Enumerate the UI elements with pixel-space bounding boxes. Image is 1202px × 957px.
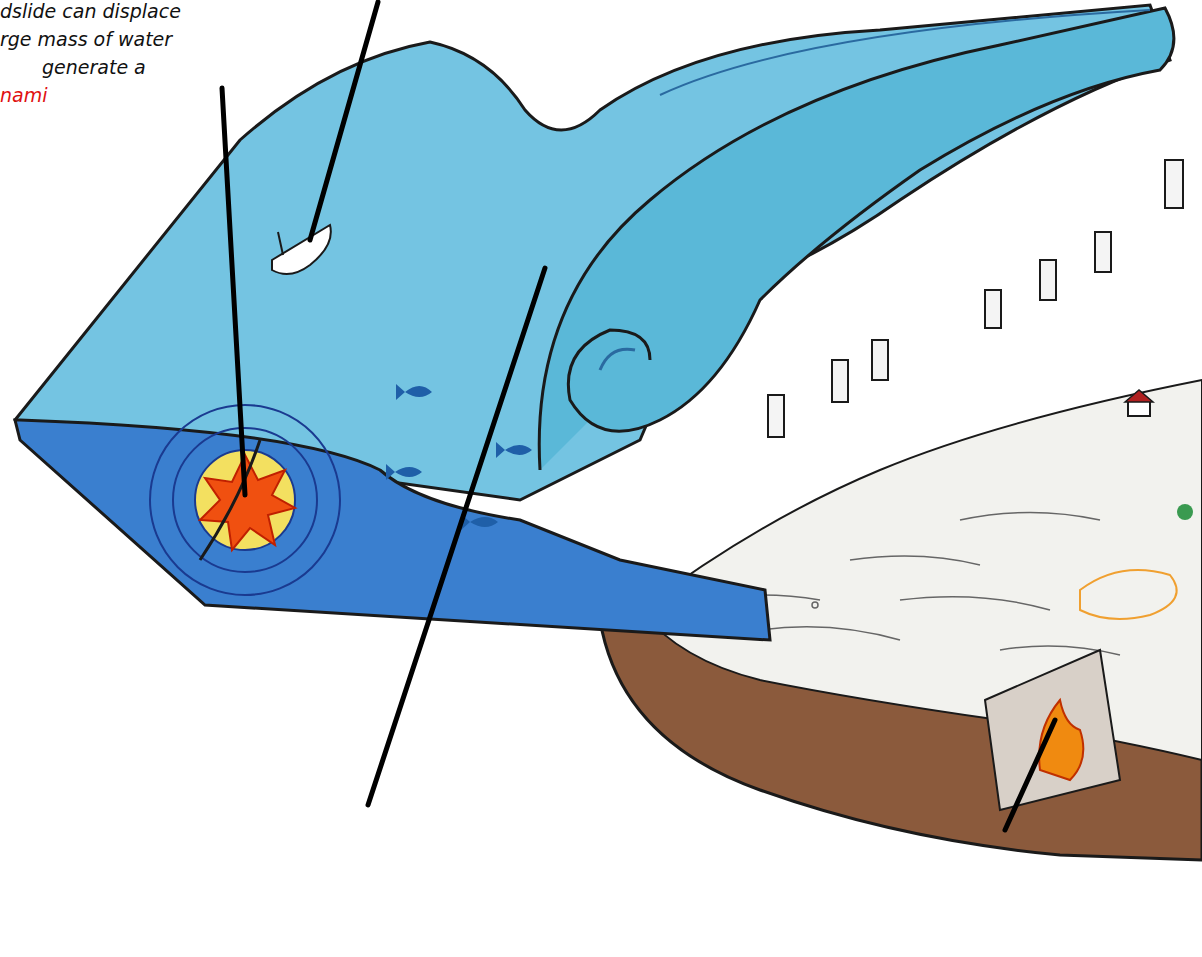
boat: [272, 225, 331, 274]
note-text: rge mass of water: [0, 30, 172, 49]
leader-lines: [222, 2, 1055, 830]
fish: [386, 384, 532, 530]
wave-crest: [660, 10, 1150, 95]
oil-spill: [1080, 570, 1177, 619]
tree: [1177, 504, 1193, 520]
wave: [539, 8, 1174, 470]
explosion: [150, 405, 340, 595]
sea-front-face: [15, 420, 770, 640]
wave-curl: [600, 349, 635, 370]
note-text: nami: [0, 86, 47, 105]
note-text: generate a: [42, 58, 146, 77]
house: [1125, 390, 1153, 416]
land-surface: [640, 380, 1202, 760]
note-text: dslide can displace: [0, 2, 181, 21]
buildings: [768, 160, 1183, 437]
